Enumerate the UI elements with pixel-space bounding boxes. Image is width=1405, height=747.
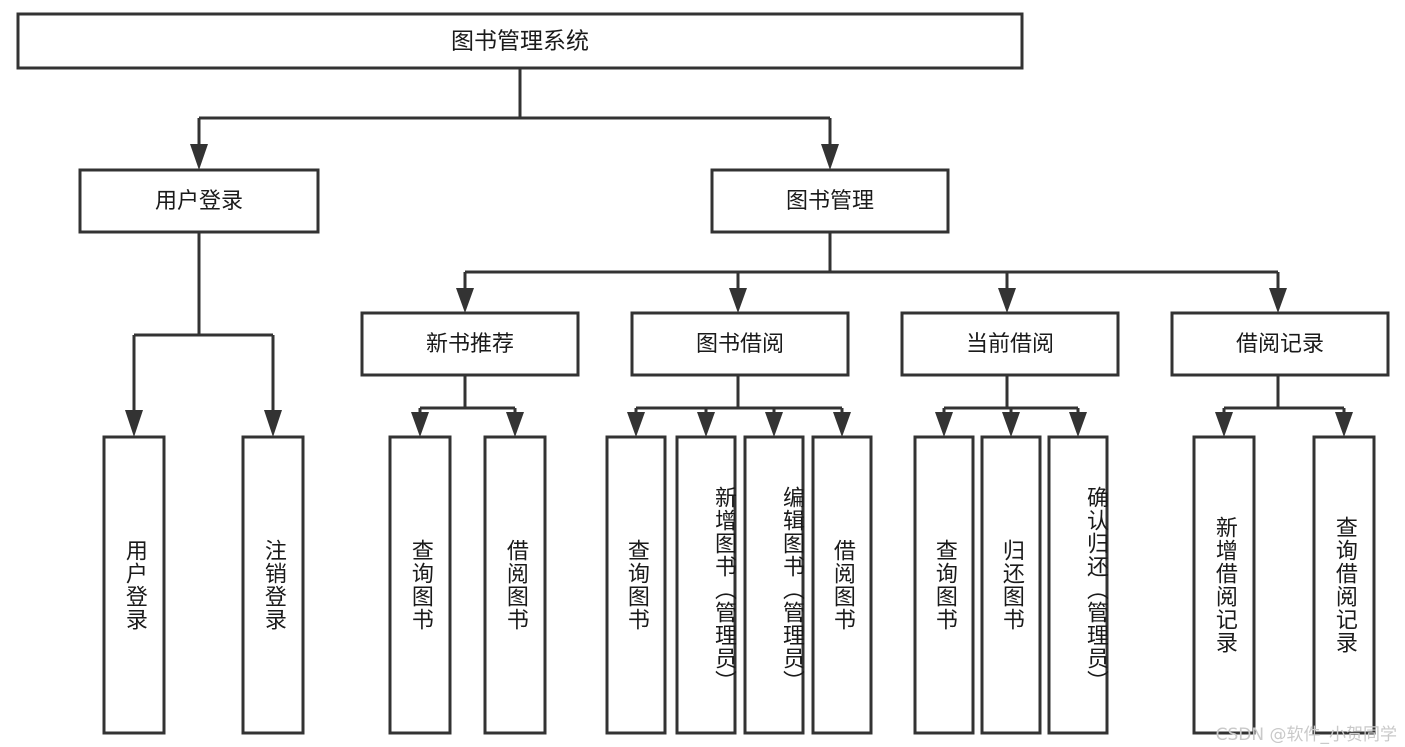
node-leaf-query-book-bb[interactable] — [605, 435, 667, 735]
node-root-system[interactable]: 图书管理系统 — [16, 12, 1024, 70]
connector-currentborrow-to-leaves — [935, 375, 1087, 437]
connector-bookborrow-to-leaves — [627, 375, 851, 437]
connector-userlogin-to-leaves — [125, 232, 282, 437]
node-leaf-query-book-nbr[interactable] — [388, 435, 452, 735]
node-leaf-confirm-return-admin[interactable] — [1047, 435, 1109, 735]
node-leaf-add-borrow-record[interactable] — [1192, 435, 1256, 735]
node-current-borrow-label: 当前借阅 — [966, 332, 1054, 357]
node-user-login-label: 用户登录 — [155, 189, 243, 214]
node-current-borrow[interactable]: 当前借阅 — [900, 311, 1120, 377]
node-new-book-recommend-label: 新书推荐 — [426, 332, 514, 357]
connector-borrowrecord-to-leaves — [1215, 375, 1353, 437]
node-leaf-query-book-cb[interactable] — [913, 435, 975, 735]
node-book-borrow[interactable]: 图书借阅 — [630, 311, 850, 377]
connector-newbook-to-leaves — [411, 375, 524, 437]
node-root-system-label: 图书管理系统 — [451, 29, 589, 55]
node-book-borrow-label: 图书借阅 — [696, 332, 784, 357]
node-new-book-recommend[interactable]: 新书推荐 — [360, 311, 580, 377]
node-leaf-user-login[interactable] — [102, 435, 166, 735]
connector-root-to-level2 — [190, 68, 839, 170]
node-leaf-logout[interactable] — [241, 435, 305, 735]
csdn-watermark: CSDN @软件_小贺同学 — [1215, 725, 1397, 745]
node-leaf-return-book[interactable] — [980, 435, 1042, 735]
node-leaf-add-book-admin[interactable] — [675, 435, 737, 735]
node-book-management[interactable]: 图书管理 — [710, 168, 950, 234]
node-book-management-label: 图书管理 — [786, 189, 874, 214]
connector-bookmgmt-to-level3 — [456, 232, 1287, 313]
node-leaf-borrow-book-nbr[interactable] — [483, 435, 547, 735]
node-user-login[interactable]: 用户登录 — [78, 168, 320, 234]
node-borrow-record[interactable]: 借阅记录 — [1170, 311, 1390, 377]
node-leaf-query-borrow-record[interactable] — [1312, 435, 1376, 735]
node-leaf-edit-book-admin[interactable] — [743, 435, 805, 735]
node-leaf-borrow-book-bb[interactable] — [811, 435, 873, 735]
node-borrow-record-label: 借阅记录 — [1236, 332, 1324, 357]
